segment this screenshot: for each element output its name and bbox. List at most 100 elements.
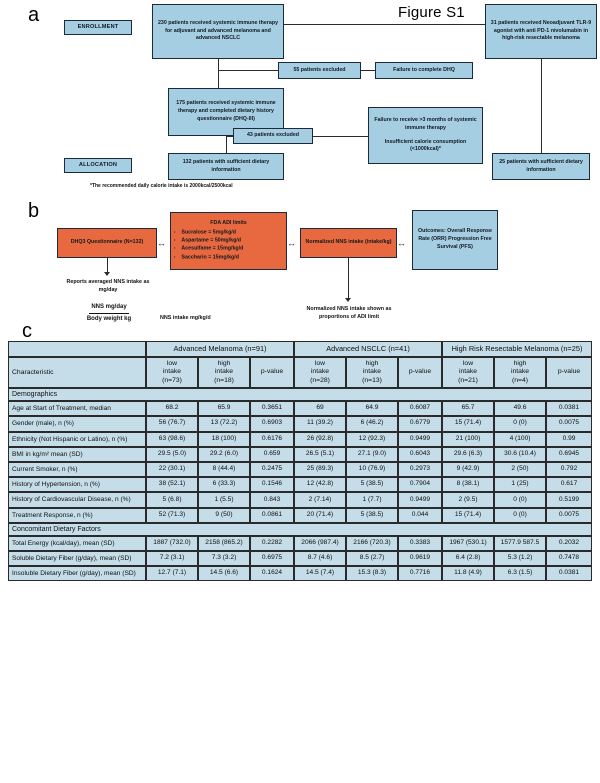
table-cell: 0.9619 — [398, 551, 443, 567]
table-row-label: Total Energy (kcal/day), mean (SD) — [8, 535, 146, 552]
box-completed-175: 175 patients received systemic immune th… — [168, 88, 284, 136]
subheader-nsclc-pvalue: p-value — [398, 356, 443, 389]
box-fda-adi-limits: FDA ADI limits Sucralose = 5mg/kg/d Aspa… — [170, 212, 287, 270]
connector-normalized-down — [348, 258, 349, 300]
table-cell: 56 (76.7) — [146, 416, 198, 432]
panel-a-letter: a — [28, 4, 40, 26]
box-reason-43: Failure to receive >3 months of systemic… — [368, 107, 483, 164]
table-row: Total Energy (kcal/day), mean (SD)1887 (… — [8, 535, 593, 552]
arrow-normalized-to-outcomes: ↔ — [397, 238, 406, 248]
table-row-label: Insoluble Dietary Fiber (g/day), mean (S… — [8, 566, 146, 582]
stage-label-allocation: ALLOCATION — [64, 158, 132, 173]
table-cell: 69 — [294, 401, 346, 417]
table-cell: 6 (46.2) — [346, 416, 398, 432]
table-cell: 25 (89.3) — [294, 461, 346, 478]
table-row: BMI in kg/m² mean (SD)29.5 (5.0)29.2 (6.… — [8, 446, 593, 462]
table-cell: 6.4 (2.8) — [442, 551, 495, 567]
arrowhead-normalized-down — [345, 298, 351, 302]
table-cell: 5 (38.5) — [346, 507, 398, 523]
table-cell: 30.6 (10.4) — [494, 446, 547, 462]
table-cell: 15 (71.4) — [442, 416, 495, 432]
table-row: Current Smoker, n (%)22 (30.1)8 (44.4)0.… — [8, 461, 593, 478]
table-cell: 2066 (987.4) — [294, 535, 346, 552]
table-cell: 5 (38.5) — [346, 477, 398, 493]
table-cell: 21 (100) — [442, 431, 495, 447]
caption-nns-intake-units: NNS intake mg/kg/d — [160, 315, 211, 321]
table-cell: 29.5 (5.0) — [146, 446, 198, 462]
table-cell: 0.9499 — [398, 492, 443, 508]
table-cell: 0.7478 — [546, 551, 593, 567]
table-cell: 22 (30.1) — [146, 461, 198, 478]
table-section-row: Concomitant Dietary Factors — [8, 522, 593, 536]
table-row: Ethnicity (Not Hispanic or Latino), n (%… — [8, 431, 593, 447]
fraction-nns-per-weight: NNS mg/day Body weight kg — [63, 303, 155, 324]
reason-43-line-2: Insufficient calorie consumption (<1000k… — [384, 138, 467, 153]
table-row-label: Current Smoker, n (%) — [8, 461, 146, 478]
connector-neoadjuvant-down — [541, 59, 542, 153]
connector-175-branch-2 — [226, 136, 233, 137]
caption-proportions-of-adi: Normalized NNS intake shown as proportio… — [306, 306, 392, 321]
table-cell: 6.3 (1.5) — [494, 566, 547, 582]
table-cell: 0.5199 — [546, 492, 593, 508]
subheader-mel-pvalue: p-value — [250, 356, 294, 389]
box-allocated-132: 132 patients with sufficient dietary inf… — [168, 153, 284, 180]
table-row-label: History of Cardiovascular Disease, n (%) — [8, 492, 146, 508]
header-characteristic: Characteristic — [8, 356, 146, 389]
reason-43-line-1: Failure to receive >3 months of systemic… — [374, 116, 477, 131]
table-cell: 0.7716 — [398, 566, 443, 582]
table-section-title: Demographics — [8, 388, 593, 402]
table-cell: 15.3 (8.3) — [346, 566, 398, 582]
panel-b-letter: b — [28, 200, 40, 222]
arrow-fda-to-normalized: ↔ — [287, 238, 296, 248]
table-row: Treatment Response, n (%)52 (71.3)9 (50)… — [8, 507, 593, 523]
table-cell: 0.3383 — [398, 535, 443, 552]
table-cell: 8 (38.1) — [442, 477, 495, 493]
table-cell: 9 (42.9) — [442, 461, 495, 478]
table-cell: 0.2032 — [546, 535, 593, 552]
table-cell: 0.2282 — [250, 535, 294, 552]
fda-adi-header: FDA ADI limits — [210, 219, 247, 226]
table-cell: 0.0381 — [546, 566, 593, 582]
table-cell: 1 (5.5) — [198, 492, 250, 508]
table-cell: 8 (44.4) — [198, 461, 250, 478]
table-cell: 12 (92.3) — [346, 431, 398, 447]
connector-down-to-175 — [218, 70, 219, 88]
table-cell: 0 (0) — [494, 416, 547, 432]
table-cell: 29.2 (6.0) — [198, 446, 250, 462]
table-cell: 65.7 — [442, 401, 495, 417]
table-cell: 4 (100) — [494, 431, 547, 447]
table-cell: 26.5 (5.1) — [294, 446, 346, 462]
table-row-label: Treatment Response, n (%) — [8, 507, 146, 523]
fraction-denominator: Body weight kg — [86, 316, 132, 322]
fda-adi-list: Sucralose = 5mg/kg/d Aspartame = 50mg/kg… — [174, 229, 283, 262]
fda-limit-sucralose: Sucralose = 5mg/kg/d — [174, 229, 283, 237]
table-cell: 0.843 — [250, 492, 294, 508]
fraction-numerator: NNS mg/day — [89, 303, 129, 314]
table-cell: 64.9 — [346, 401, 398, 417]
arrowhead-dhq3-down — [104, 272, 110, 276]
table-cell: 5.3 (1.2) — [494, 551, 547, 567]
table-head: Advanced Melanoma (n=91) Advanced NSCLC … — [8, 341, 593, 389]
group-header-advanced-melanoma: Advanced Melanoma (n=91) — [146, 341, 294, 357]
box-enrolled-230: 230 patients received systemic immune th… — [152, 4, 284, 59]
panel-c-letter: c — [22, 320, 32, 342]
table-cell: 0.617 — [546, 477, 593, 493]
table-cell: 0.6945 — [546, 446, 593, 462]
table-cell: 7.3 (3.2) — [198, 551, 250, 567]
table-cell: 12.7 (7.1) — [146, 566, 198, 582]
table-cell: 63 (98.6) — [146, 431, 198, 447]
table-cell: 0.7904 — [398, 477, 443, 493]
table-cell: 8.7 (4.6) — [294, 551, 346, 567]
connector-dhq3-down — [107, 258, 108, 274]
table-cell: 2 (9.5) — [442, 492, 495, 508]
fda-limit-saccharin: Saccharin = 15mg/kg/d — [174, 254, 283, 262]
table-cell: 1967 (530.1) — [442, 535, 495, 552]
table-cell: 14.5 (7.4) — [294, 566, 346, 582]
table-row-label: Ethnicity (Not Hispanic or Latino), n (%… — [8, 431, 146, 447]
table-cell: 12 (42.8) — [294, 477, 346, 493]
